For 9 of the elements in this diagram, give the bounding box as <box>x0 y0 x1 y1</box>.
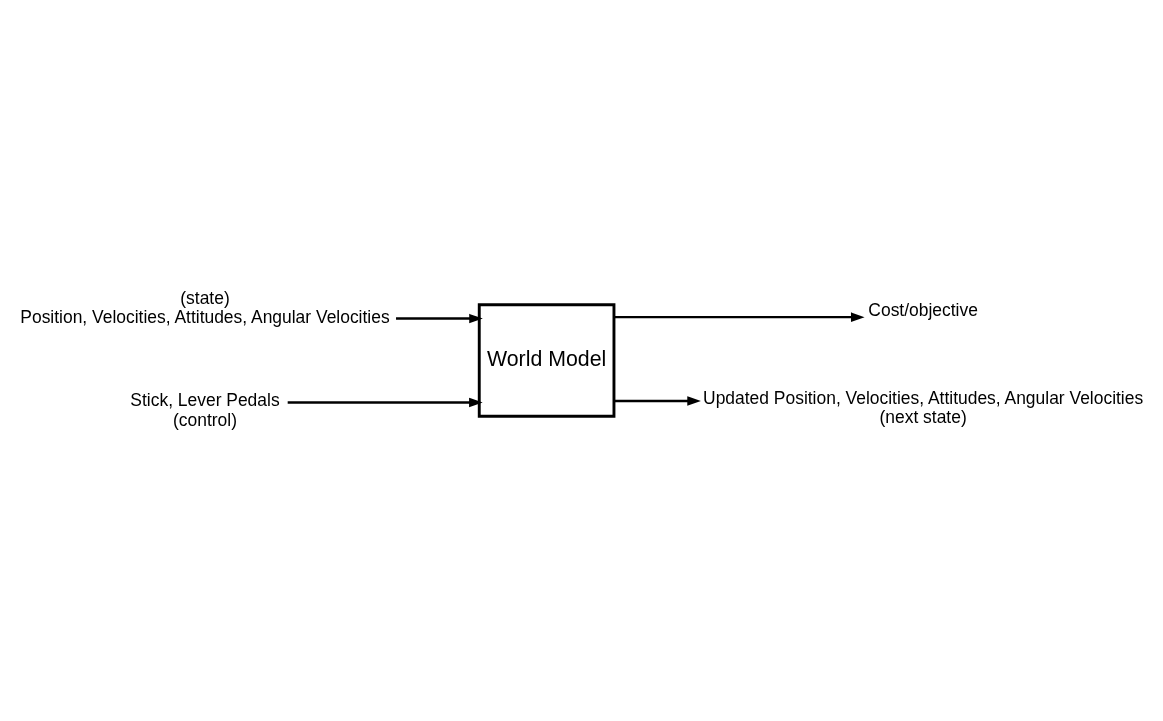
node-text: (state) Position, Velocities, Attitudes, Angular Velocities <box>20 287 390 328</box>
node-box: World Model <box>477 303 616 418</box>
node-text: Cost/objective <box>868 300 978 321</box>
arrow <box>614 396 701 406</box>
arrow <box>396 313 483 324</box>
arrow <box>287 397 483 408</box>
node-text: Stick, Lever Pedals (control) <box>130 390 280 430</box>
arrow <box>614 312 865 322</box>
node-text: Updated Position, Velocities, Attitudes, Angular Velocities (next state) <box>703 387 1144 427</box>
